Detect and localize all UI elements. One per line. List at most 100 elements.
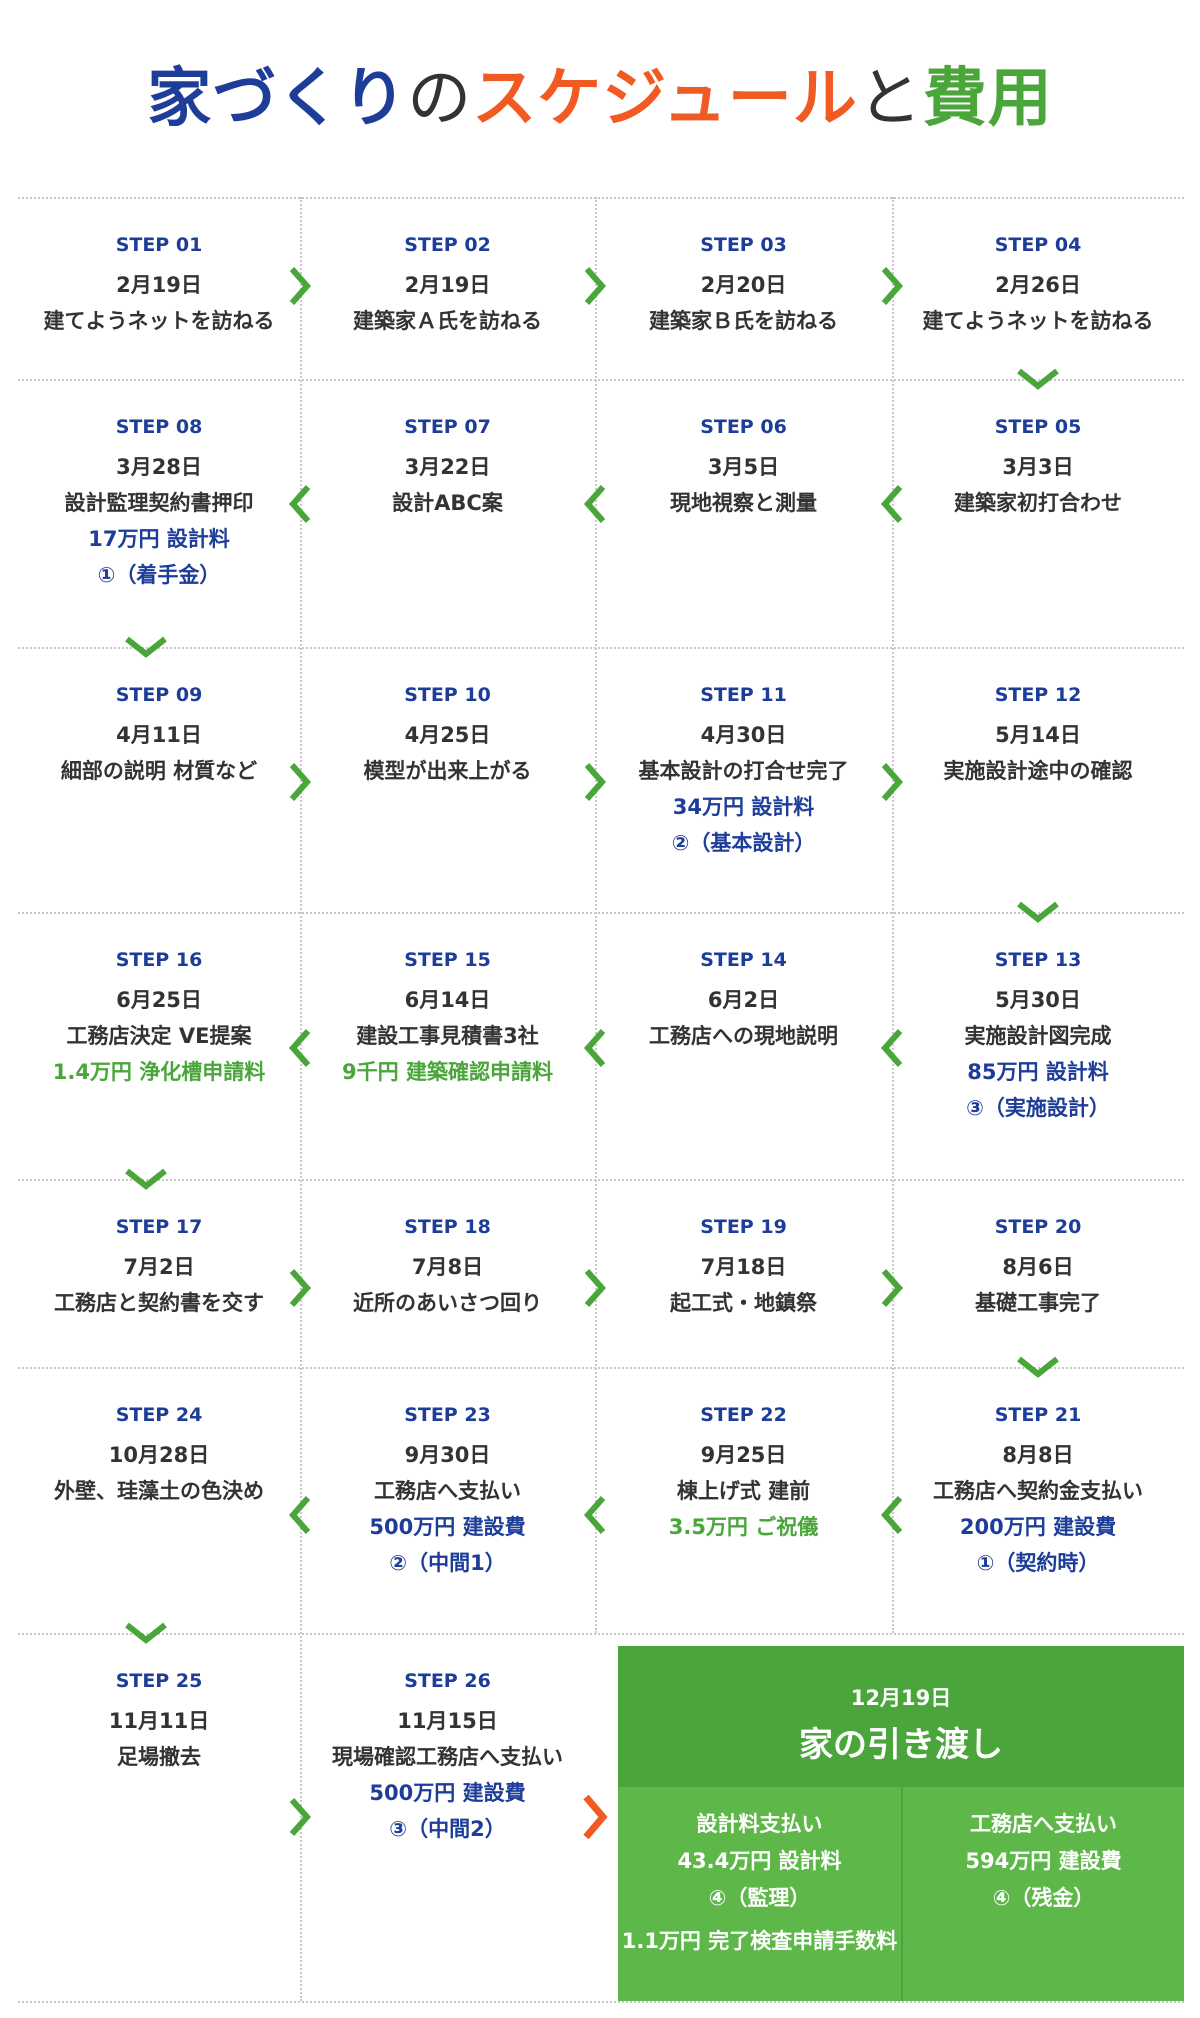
step-number: STEP 04 <box>994 234 1082 256</box>
chevron-right-icon <box>584 1269 607 1307</box>
step-date: 2月20日 <box>700 273 787 297</box>
title-part-4: と <box>857 62 923 136</box>
step-card: STEP 03 2月20日建築家Ｂ氏を訪ねる <box>595 231 892 339</box>
page-title: 家づくりのスケジュールと費用 <box>0 44 1200 154</box>
step-description: 工務店決定 VE提案 <box>66 1024 252 1048</box>
grid-divider <box>18 379 1184 381</box>
step-fee: ②（基本設計） <box>671 831 816 855</box>
chevron-left-icon <box>288 1029 311 1067</box>
step-fee: 9千円 建築確認申請料 <box>342 1060 553 1084</box>
step-number: STEP 13 <box>994 949 1082 971</box>
chevron-down-icon <box>125 636 167 658</box>
chevron-right-icon <box>289 763 312 801</box>
final-payment-line: 43.4万円 設計料 <box>677 1849 842 1873</box>
title-part-3: スケジュール <box>472 62 858 136</box>
step-number: STEP 20 <box>994 1216 1082 1238</box>
chevron-left-icon <box>583 1496 606 1534</box>
step-fee: 3.5万円 ご祝儀 <box>668 1515 819 1539</box>
grid-divider <box>595 197 597 1633</box>
step-description: 近所のあいさつ回り <box>353 1291 542 1315</box>
step-number: STEP 22 <box>700 1404 787 1426</box>
step-fee: 200万円 建設費 <box>959 1515 1117 1539</box>
grid-divider <box>18 1633 1184 1635</box>
step-date: 7月2日 <box>123 1255 195 1279</box>
step-number: STEP 18 <box>404 1216 491 1238</box>
chevron-right-icon <box>289 1269 312 1307</box>
step-number: STEP 02 <box>404 234 491 256</box>
chevron-right-icon <box>881 267 904 305</box>
final-payment-line: 設計料支払い <box>696 1812 823 1836</box>
step-description: 実施設計図完成 <box>964 1024 1112 1048</box>
grid-divider <box>18 2001 1184 2003</box>
title-part-5: 費用 <box>922 62 1053 136</box>
chevron-right-icon <box>583 1794 608 1840</box>
final-header: 12月19日家の引き渡し <box>618 1646 1184 1787</box>
final-date: 12月19日 <box>850 1686 952 1710</box>
step-fee: ②（中間1） <box>389 1551 506 1575</box>
step-date: 9月25日 <box>700 1443 787 1467</box>
step-fee: 500万円 建設費 <box>369 1515 526 1539</box>
chevron-right-icon <box>289 1798 312 1836</box>
step-fee: ①（着手金） <box>97 563 221 587</box>
step-fee: ③（実施設計） <box>966 1096 1110 1120</box>
grid-divider <box>18 912 1184 914</box>
step-date: 3月22日 <box>404 455 491 479</box>
step-date: 5月14日 <box>995 723 1081 747</box>
chevron-left-icon <box>880 485 903 523</box>
step-description: 基礎工事完了 <box>975 1291 1101 1315</box>
step-fee: ①（契約時） <box>976 1551 1100 1575</box>
step-date: 2月26日 <box>995 273 1081 297</box>
step-date: 3月3日 <box>1002 455 1074 479</box>
step-number: STEP 03 <box>700 234 787 256</box>
step-card: STEP 20 8月6日基礎工事完了 <box>892 1213 1184 1321</box>
chevron-right-icon <box>881 763 904 801</box>
final-payment-line: 工務店へ支払い <box>970 1812 1117 1836</box>
step-description: 工務店へ契約金支払い <box>933 1479 1143 1503</box>
step-number: STEP 05 <box>994 416 1082 438</box>
step-number: STEP 23 <box>404 1404 491 1426</box>
step-date: 8月6日 <box>1002 1255 1074 1279</box>
step-number: STEP 25 <box>115 1670 203 1692</box>
chevron-right-icon <box>584 267 607 305</box>
step-date: 3月28日 <box>116 455 202 479</box>
step-description: 模型が出来上がる <box>363 759 532 783</box>
chevron-left-icon <box>288 1496 311 1534</box>
step-date: 6月14日 <box>404 988 491 1012</box>
grid-divider <box>18 1179 1184 1181</box>
step-fee: 85万円 設計料 <box>967 1060 1109 1084</box>
step-date: 9月30日 <box>404 1443 491 1467</box>
step-date: 4月25日 <box>404 723 491 747</box>
chevron-left-icon <box>880 1029 903 1067</box>
final-payment-line: 594万円 建設費 <box>965 1849 1122 1873</box>
step-description: 建築家Ｂ氏を訪ねる <box>649 309 838 333</box>
title-part-2: の <box>407 62 473 136</box>
step-number: STEP 09 <box>115 684 203 706</box>
chevron-down-icon <box>1017 368 1059 390</box>
step-number: STEP 01 <box>115 234 203 256</box>
step-number: STEP 07 <box>404 416 491 438</box>
step-fee: 1.4万円 浄化槽申請料 <box>52 1060 266 1084</box>
title-part-1: 家づくり <box>147 62 408 136</box>
grid-divider <box>18 647 1184 649</box>
step-number: STEP 16 <box>115 949 203 971</box>
step-number: STEP 24 <box>115 1404 203 1426</box>
step-description: 起工式・地鎮祭 <box>670 1291 817 1315</box>
chevron-left-icon <box>583 1029 606 1067</box>
